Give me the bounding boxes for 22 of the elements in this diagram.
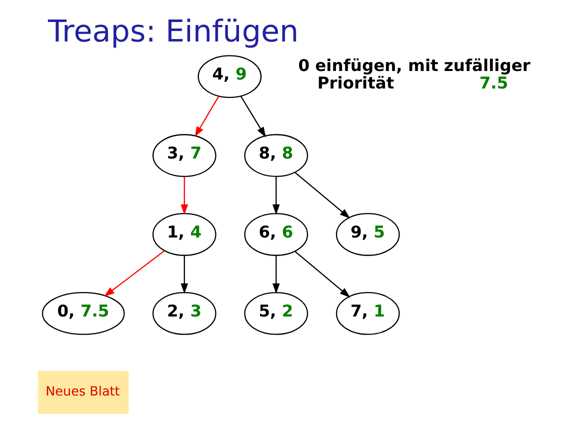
label: Neues Blatt	[45, 384, 120, 400]
node-ellipse: 1, 4	[152, 213, 216, 256]
node-ellipse: 0, 7.5	[41, 292, 124, 335]
node-ellipse: 8, 8	[244, 134, 308, 177]
node-ellipse: 6, 6	[244, 213, 308, 256]
arrow	[103, 250, 164, 297]
arrow	[272, 176, 280, 215]
arrow	[240, 96, 266, 138]
arrow	[180, 256, 188, 294]
arrow	[194, 96, 219, 137]
node-ellipse: 4, 9	[197, 55, 262, 98]
node-ellipse: 5, 2	[244, 292, 308, 335]
arrow	[294, 251, 350, 298]
arrow	[272, 256, 280, 294]
arrow	[294, 172, 350, 219]
node-ellipse: 9, 5	[335, 213, 400, 256]
node-ellipse: 2, 3	[152, 292, 216, 335]
arrow	[180, 176, 188, 215]
node-ellipse: 3, 7	[152, 134, 216, 177]
label: 0 einfügen, mit zufälliger Priorität 7.5	[298, 56, 530, 92]
node-ellipse: 7, 1	[335, 292, 400, 335]
diagram-title: Treaps: Einfügen	[48, 14, 298, 50]
